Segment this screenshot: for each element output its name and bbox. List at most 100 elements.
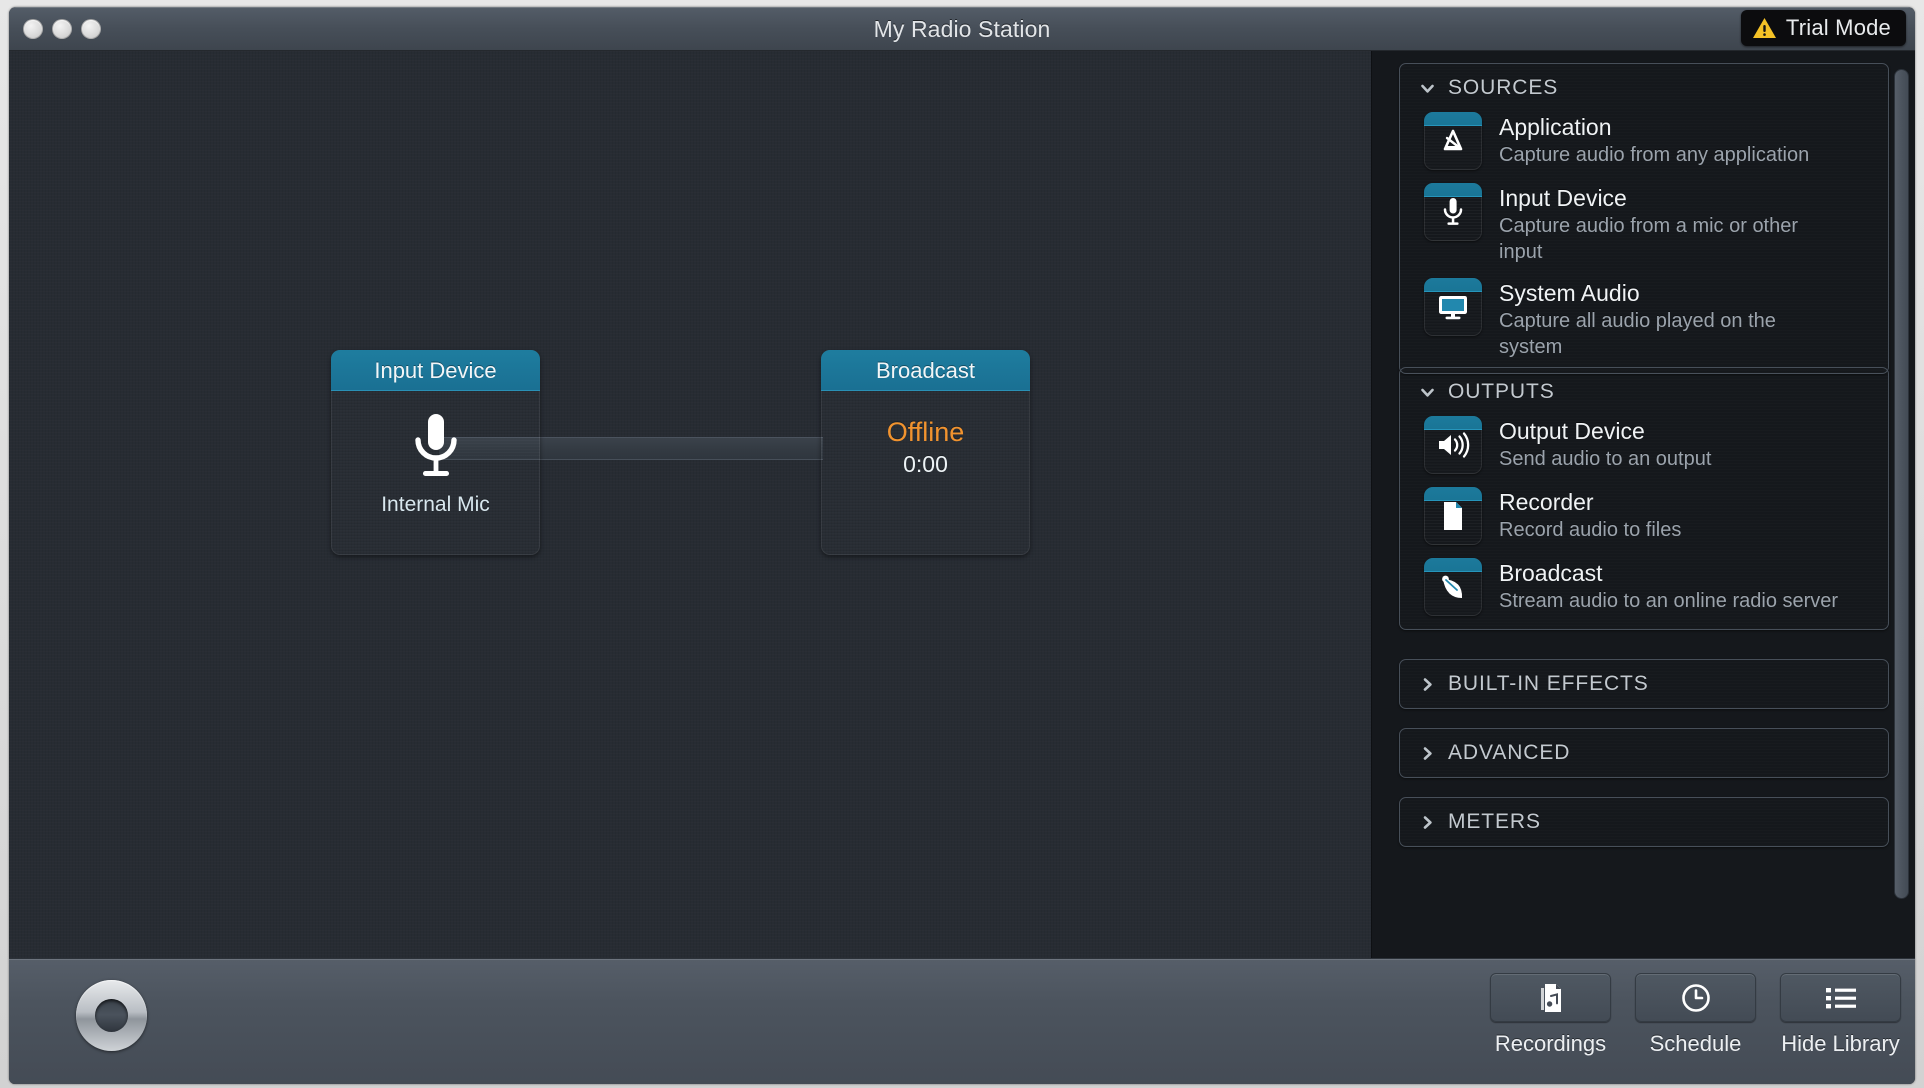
- body-area: Input Device Internal Mic Broadcast: [9, 51, 1915, 958]
- minimize-button[interactable]: [52, 19, 72, 39]
- library-item-output-device[interactable]: Output Device Send audio to an output: [1400, 416, 1888, 474]
- library-item-desc: Stream audio to an online radio server: [1499, 590, 1839, 612]
- panel-meters-title: METERS: [1448, 810, 1541, 833]
- application-icon: [1424, 112, 1482, 170]
- clock-icon: [1681, 983, 1710, 1012]
- microphone-icon: [1424, 183, 1482, 241]
- schedule-button-box[interactable]: [1635, 973, 1756, 1022]
- library-item-text: Output Device Send audio to an output: [1499, 416, 1711, 472]
- hide-library-button-box[interactable]: [1780, 973, 1901, 1022]
- traffic-lights: [23, 19, 101, 39]
- library-item-broadcast[interactable]: Broadcast Stream audio to an online radi…: [1400, 558, 1888, 616]
- panel-outputs-items: Output Device Send audio to an output: [1400, 416, 1888, 629]
- signal-flow-canvas[interactable]: Input Device Internal Mic Broadcast: [9, 51, 1372, 958]
- chevron-right-icon: [1423, 677, 1432, 691]
- display-icon: [1424, 278, 1482, 336]
- node-broadcast-header: Broadcast: [821, 350, 1030, 391]
- library-item-name: Output Device: [1499, 418, 1645, 444]
- hide-library-button-label: Hide Library: [1781, 1031, 1900, 1056]
- node-broadcast-status: Offline: [886, 417, 965, 447]
- list-icon: [1825, 987, 1856, 1008]
- library-item-system-audio[interactable]: System Audio Capture all audio played on…: [1400, 278, 1888, 360]
- microphone-icon: [414, 414, 457, 476]
- trial-mode-badge[interactable]: Trial Mode: [1740, 10, 1906, 46]
- library-item-application[interactable]: Application Capture audio from any appli…: [1400, 112, 1888, 170]
- node-input-device-body: Internal Mic: [331, 391, 540, 555]
- chevron-down-icon: [1421, 388, 1434, 397]
- chevron-right-icon: [1423, 815, 1432, 829]
- library-item-text: Input Device Capture audio from a mic or…: [1499, 183, 1839, 265]
- node-input-device-header: Input Device: [331, 350, 540, 391]
- panel-advanced-header[interactable]: ADVANCED: [1400, 729, 1888, 777]
- library-item-desc: Capture all audio played on the system: [1499, 310, 1776, 358]
- schedule-button[interactable]: Schedule: [1635, 973, 1756, 1057]
- panel-outputs-title: OUTPUTS: [1448, 380, 1555, 403]
- chevron-right-icon: [1423, 746, 1432, 760]
- library-item-name: Application: [1499, 114, 1612, 140]
- document-glyph: [1444, 502, 1462, 530]
- panel-sources-title: SOURCES: [1448, 76, 1559, 99]
- trial-mode-label: Trial Mode: [1785, 15, 1891, 40]
- library-item-input-device[interactable]: Input Device Capture audio from a mic or…: [1400, 183, 1888, 265]
- panel-sources-items: Application Capture audio from any appli…: [1400, 112, 1888, 373]
- library-item-name: Recorder: [1499, 489, 1594, 515]
- library-item-name: System Audio: [1499, 280, 1640, 306]
- window-frame: My Radio Station Trial Mode Input Device: [9, 7, 1915, 1084]
- recordings-button-box[interactable]: [1490, 973, 1611, 1022]
- sidebar-scrollbar[interactable]: [1893, 59, 1910, 952]
- speaker-icon: [1424, 416, 1482, 474]
- record-button-center: [95, 999, 128, 1032]
- library-item-desc: Record audio to files: [1499, 519, 1682, 541]
- node-input-device[interactable]: Input Device Internal Mic: [331, 350, 540, 555]
- display-glyph: [1439, 296, 1467, 320]
- satellite-dish-icon: [1424, 558, 1482, 616]
- close-button[interactable]: [23, 19, 43, 39]
- speaker-glyph: [1439, 432, 1470, 458]
- library-item-desc: Send audio to an output: [1499, 448, 1712, 470]
- library-item-desc: Capture audio from a mic or other input: [1499, 215, 1799, 263]
- node-input-device-subtitle: Internal Mic: [381, 493, 490, 516]
- schedule-button-label: Schedule: [1649, 1031, 1742, 1056]
- panel-meters[interactable]: METERS: [1399, 797, 1889, 847]
- bottom-toolbar: 0:00 Stopped Internal Mic to Broadcast: [9, 958, 1915, 1084]
- panel-built-in-effects[interactable]: BUILT-IN EFFECTS: [1399, 659, 1889, 709]
- library-item-text: Recorder Record audio to files: [1499, 487, 1681, 543]
- library-sidebar[interactable]: SOURCES Appl: [1373, 51, 1915, 958]
- sidebar-scrollbar-thumb[interactable]: [1894, 69, 1909, 899]
- panel-advanced[interactable]: ADVANCED: [1399, 728, 1889, 778]
- warning-triangle-icon: [1752, 18, 1776, 38]
- node-broadcast-time: 0:00: [903, 451, 948, 477]
- panel-meters-header[interactable]: METERS: [1400, 798, 1888, 846]
- library-item-recorder[interactable]: Recorder Record audio to files: [1400, 487, 1888, 545]
- library-item-desc: Capture audio from any application: [1499, 144, 1810, 166]
- zoom-button[interactable]: [81, 19, 101, 39]
- panel-outputs[interactable]: OUTPUTS: [1399, 367, 1889, 630]
- recordings-button[interactable]: Recordings: [1490, 973, 1611, 1057]
- hide-library-button[interactable]: Hide Library: [1780, 973, 1901, 1057]
- window-title: My Radio Station: [873, 16, 1051, 42]
- library-item-text: Broadcast Stream audio to an online radi…: [1499, 558, 1838, 614]
- node-connection[interactable]: [439, 437, 823, 460]
- panel-outputs-header[interactable]: OUTPUTS: [1400, 368, 1888, 416]
- library-item-text: Application Capture audio from any appli…: [1499, 112, 1809, 168]
- node-broadcast[interactable]: Broadcast Offline 0:00: [821, 350, 1030, 555]
- record-button[interactable]: [76, 980, 147, 1051]
- microphone-glyph: [1443, 198, 1463, 225]
- panel-sources-header[interactable]: SOURCES: [1400, 64, 1888, 112]
- library-item-name: Input Device: [1499, 185, 1627, 211]
- toolbar-buttons: Recordings Schedule: [1490, 973, 1901, 1057]
- panel-advanced-title: ADVANCED: [1448, 741, 1571, 764]
- recordings-button-label: Recordings: [1494, 1031, 1607, 1056]
- panel-built-in-effects-header[interactable]: BUILT-IN EFFECTS: [1400, 660, 1888, 708]
- application-glyph: [1443, 129, 1463, 151]
- recordings-icon: [1540, 983, 1561, 1012]
- library-item-name: Broadcast: [1499, 560, 1603, 586]
- chevron-down-icon: [1421, 84, 1434, 93]
- node-broadcast-body: Offline 0:00: [821, 391, 1030, 555]
- document-icon: [1424, 487, 1482, 545]
- panel-built-in-effects-title: BUILT-IN EFFECTS: [1448, 672, 1649, 695]
- panel-sources[interactable]: SOURCES Appl: [1399, 63, 1889, 374]
- title-bar: My Radio Station Trial Mode: [9, 7, 1915, 51]
- satellite-dish-glyph: [1442, 575, 1463, 598]
